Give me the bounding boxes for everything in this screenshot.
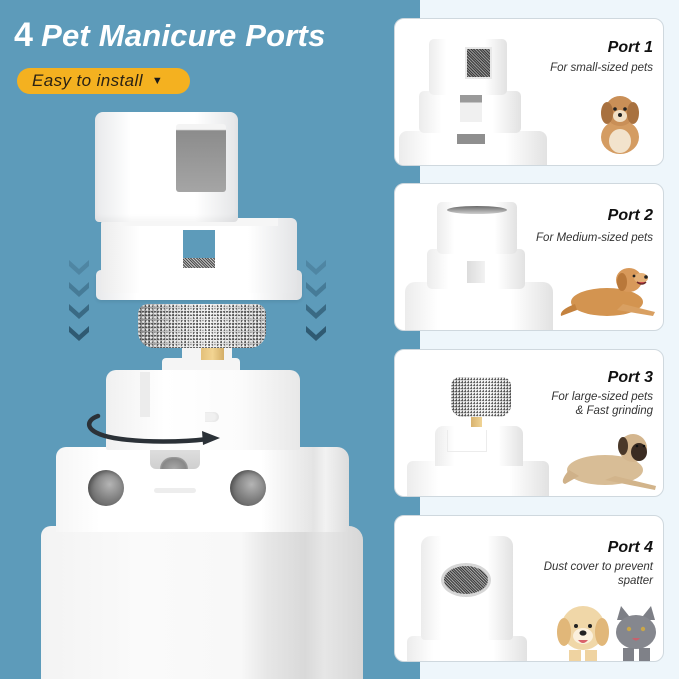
- port3-grinder-bit: [451, 377, 511, 417]
- cap-top-window: [176, 124, 226, 192]
- chevron-down-icon: [306, 260, 326, 275]
- port3-description: For large-sized pets & Fast grinding: [551, 391, 653, 418]
- diamond-grinder-bit: [138, 304, 266, 348]
- caret-down-icon: ▼: [151, 75, 163, 87]
- chevron-down-icon: [69, 260, 89, 275]
- hub-slot: [140, 372, 150, 417]
- port1-middle-slot: [460, 94, 482, 122]
- chevron-down-icon: [306, 304, 326, 319]
- cap-window-grit: [183, 258, 215, 268]
- headline-count: 4: [14, 16, 34, 54]
- device-hole-left: [88, 470, 124, 506]
- small-puppy-image: [601, 96, 639, 154]
- port2-title: Port 2: [607, 207, 653, 224]
- port4-description: Dust cover to prevent spatter: [543, 561, 653, 588]
- device-body: [41, 526, 363, 679]
- hub-notch: [205, 412, 219, 422]
- port2-middle-slot: [467, 261, 485, 283]
- device-notch-dome: [160, 457, 188, 469]
- device-indicator-slot: [154, 488, 196, 493]
- shaft-collar: [182, 346, 201, 360]
- chevron-down-icon: [306, 282, 326, 297]
- port2-description: For Medium-sized pets: [536, 232, 653, 244]
- cap-middle-highlight: [120, 218, 278, 226]
- port3-title: Port 3: [607, 369, 653, 386]
- shaft-collar-right: [224, 346, 232, 360]
- port1-title: Port 1: [607, 39, 653, 56]
- mastiff-image: [562, 434, 656, 490]
- hub-ring: [162, 358, 240, 370]
- port-card-2: Port 2 For Medium-sized pets: [394, 183, 664, 331]
- golden-retriever-image: [560, 268, 655, 316]
- port4-title: Port 4: [607, 539, 653, 556]
- easy-install-badge: Easy to install ▼: [17, 68, 190, 94]
- port4-window: [441, 563, 491, 597]
- brass-shaft: [201, 346, 224, 360]
- headline-title: Pet Manicure Ports: [41, 18, 326, 53]
- puppy-and-cat-image: [557, 606, 656, 661]
- chevron-down-icon: [306, 326, 326, 341]
- chevron-down-icon: [69, 282, 89, 297]
- port3-base: [407, 461, 549, 496]
- port3-hub: [435, 426, 523, 466]
- device-hole-right: [230, 470, 266, 506]
- easy-install-label: Easy to install: [32, 71, 143, 90]
- port4-base: [407, 636, 527, 661]
- port2-base: [405, 282, 553, 330]
- down-chevrons-left: [68, 258, 90, 342]
- port1-window: [465, 47, 492, 79]
- port2-opening: [447, 206, 507, 214]
- port-card-3: Port 3 For large-sized pets & Fast grind…: [394, 349, 664, 497]
- chevron-down-icon: [69, 326, 89, 341]
- chevron-down-icon: [69, 304, 89, 319]
- port-card-1: Port 1 For small-sized pets: [394, 18, 664, 166]
- port-card-4: Port 4 Dust cover to prevent spatter: [394, 515, 664, 662]
- port1-base-slot: [457, 134, 485, 144]
- port3-hub-slot: [447, 430, 487, 452]
- down-chevrons-right: [305, 258, 327, 342]
- port1-description: For small-sized pets: [550, 62, 653, 74]
- rotate-arrow-icon: [87, 413, 220, 445]
- port3-shaft: [471, 415, 482, 427]
